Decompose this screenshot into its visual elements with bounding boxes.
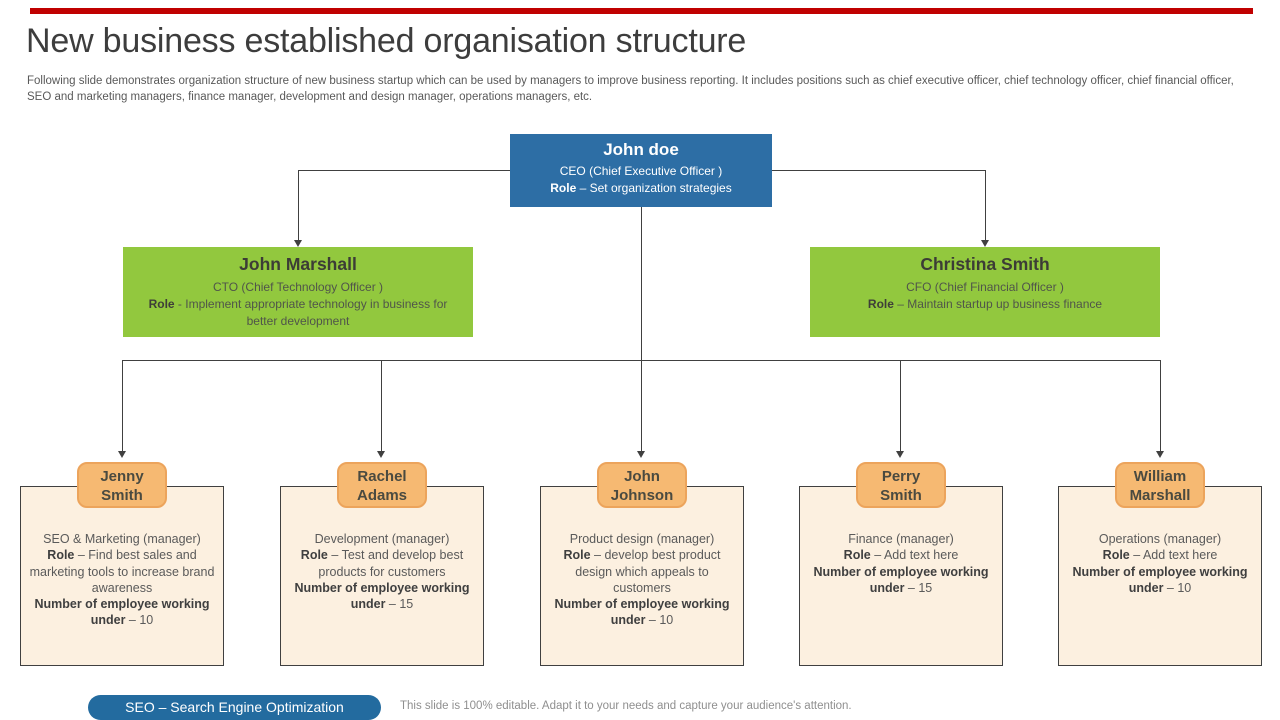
cto-position: CTO (Chief Technology Officer ) — [212, 280, 384, 294]
manager-first-name: John — [624, 468, 660, 485]
manager-last-name: Johnson — [610, 486, 674, 504]
arrow-down-icon — [637, 451, 645, 458]
slide-description: Following slide demonstrates organizatio… — [27, 75, 1234, 103]
manager-first-name: Perry — [881, 468, 921, 485]
cto-node[interactable]: John Marshall CTO (Chief Technology Offi… — [123, 247, 473, 337]
manager-first-name: Rachel — [357, 468, 407, 485]
manager-detail-box: Development (manager) Role – Test and de… — [280, 486, 484, 666]
editable-note: This slide is 100% editable. Adapt it to… — [400, 700, 852, 712]
manager-detail-box: Finance (manager) Role – Add text here N… — [799, 486, 1003, 666]
manager-details: Product design (manager) Role – develop … — [554, 532, 730, 628]
manager-name-tab[interactable]: John Johnson — [597, 462, 687, 508]
manager-last-name: Smith — [101, 486, 143, 504]
manager-last-name: Smith — [880, 486, 922, 504]
arrow-down-icon — [377, 451, 385, 458]
cfo-node[interactable]: Christina Smith CFO (Chief Financial Off… — [810, 247, 1160, 337]
manager-card-operations[interactable]: William Marshall Operations (manager) Ro… — [1058, 462, 1262, 666]
arrow-down-icon — [294, 240, 302, 247]
manager-first-name: Jenny — [100, 468, 144, 485]
seo-definition-badge[interactable]: SEO – Search Engine Optimization — [88, 695, 381, 720]
manager-dept: Product design (manager) — [569, 532, 715, 546]
connector-cfo-drop — [985, 170, 986, 241]
cfo-role: Role – Maintain startup up business fina… — [867, 296, 1103, 311]
cfo-name: Christina Smith — [920, 254, 1050, 274]
manager-details: Development (manager) Role – Test and de… — [294, 532, 470, 611]
manager-last-name: Adams — [356, 486, 408, 504]
manager-detail-box: Operations (manager) Role – Add text her… — [1058, 486, 1262, 666]
manager-details: Operations (manager) Role – Add text her… — [1072, 532, 1248, 595]
manager-card-development[interactable]: Rachel Adams Development (manager) Role … — [280, 462, 484, 666]
manager-name-tab[interactable]: William Marshall — [1115, 462, 1205, 508]
manager-first-name: William — [1133, 468, 1187, 485]
manager-last-name: Marshall — [1129, 486, 1191, 504]
connector-cto-drop — [298, 170, 299, 241]
connector-manager2-drop — [381, 360, 382, 452]
manager-name-tab[interactable]: Rachel Adams — [337, 462, 427, 508]
arrow-down-icon — [896, 451, 904, 458]
arrow-down-icon — [118, 451, 126, 458]
connector-ceo-to-cfo-h — [772, 170, 985, 171]
manager-card-product-design[interactable]: John Johnson Product design (manager) Ro… — [540, 462, 744, 666]
connector-ceo-center-drop — [641, 207, 642, 452]
arrow-down-icon — [1156, 451, 1164, 458]
manager-card-finance[interactable]: Perry Smith Finance (manager) Role – Add… — [799, 462, 1003, 666]
ceo-position: CEO (Chief Executive Officer ) — [559, 164, 723, 178]
manager-name-tab[interactable]: Perry Smith — [856, 462, 946, 508]
connector-manager-rail — [122, 360, 1160, 361]
arrow-down-icon — [981, 240, 989, 247]
manager-detail-box: Product design (manager) Role – develop … — [540, 486, 744, 666]
connector-manager4-drop — [900, 360, 901, 452]
cfo-position: CFO (Chief Financial Officer ) — [906, 280, 1064, 294]
manager-dept: Operations (manager) — [1098, 532, 1222, 546]
page-title: New business established organisation st… — [26, 22, 747, 60]
cto-name: John Marshall — [239, 254, 357, 274]
manager-dept: Finance (manager) — [848, 532, 954, 546]
manager-card-seo-marketing[interactable]: Jenny Smith SEO & Marketing (manager) Ro… — [20, 462, 224, 666]
ceo-node[interactable]: John doe CEO (Chief Executive Officer ) … — [510, 134, 772, 207]
connector-manager1-drop — [122, 360, 123, 452]
manager-detail-box: SEO & Marketing (manager) Role – Find be… — [20, 486, 224, 666]
manager-details: SEO & Marketing (manager) Role – Find be… — [29, 532, 215, 628]
ceo-name: John doe — [603, 140, 679, 159]
manager-dept: SEO & Marketing (manager) — [43, 532, 201, 546]
connector-ceo-to-cto-h — [298, 170, 510, 171]
manager-dept: Development (manager) — [314, 532, 450, 546]
manager-name-tab[interactable]: Jenny Smith — [77, 462, 167, 508]
top-accent-bar — [30, 8, 1253, 14]
connector-manager5-drop — [1160, 360, 1161, 452]
ceo-role: Role – Set organization strategies — [550, 181, 732, 196]
manager-details: Finance (manager) Role – Add text here N… — [813, 532, 989, 595]
cto-role: Role - Implement appropriate technology … — [148, 296, 448, 328]
